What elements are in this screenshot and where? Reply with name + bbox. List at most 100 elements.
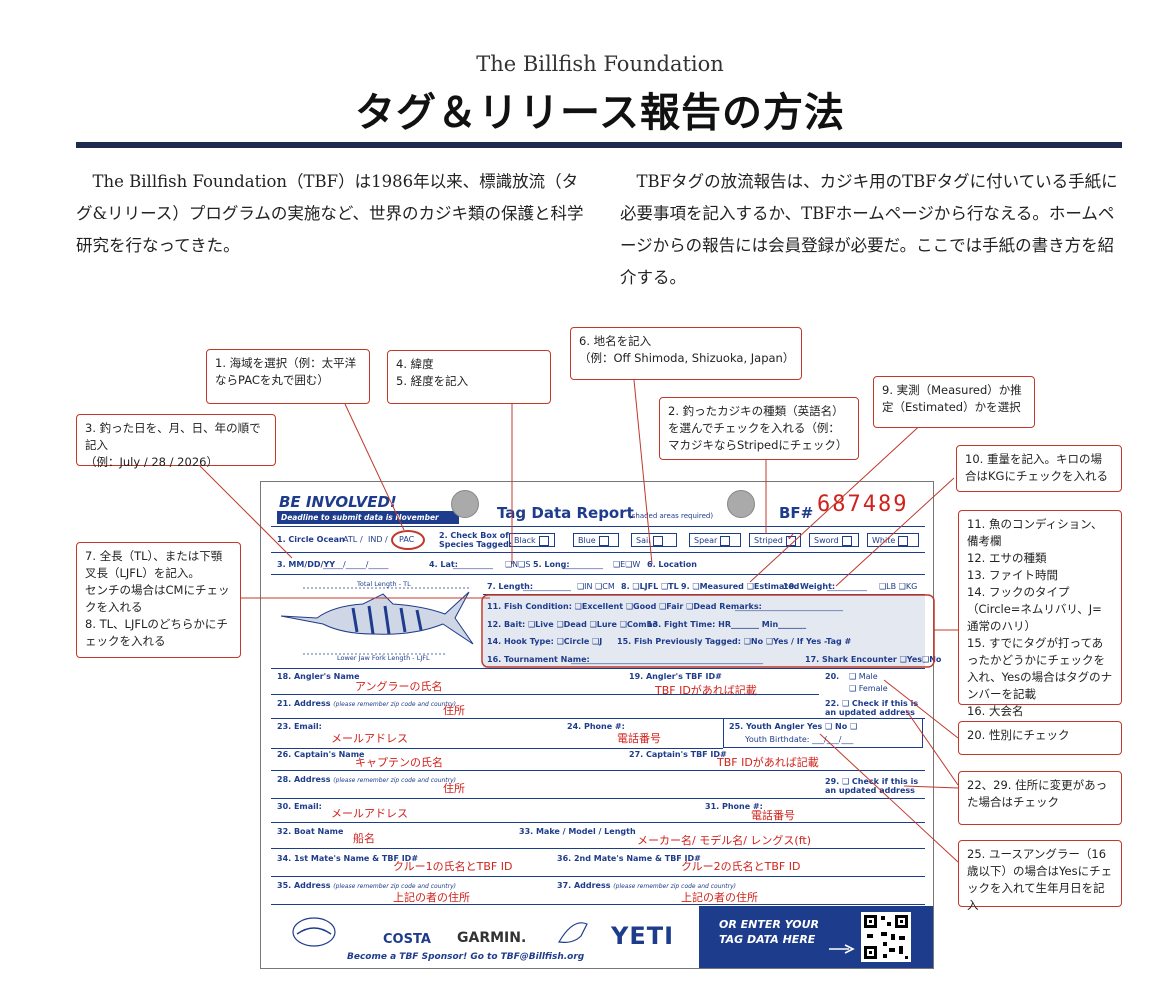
field-3-date: 3. MM/DD/YY bbox=[277, 560, 336, 569]
field-8-type[interactable]: 8. ❑LJFL ❑TL bbox=[621, 582, 679, 591]
captain-address-value[interactable]: 住所 bbox=[443, 782, 465, 795]
field-22-updated-address[interactable]: 22. ❑ Check if this is an updated addres… bbox=[825, 699, 919, 717]
field-10-weight: 10. Weight: bbox=[783, 582, 836, 591]
mate2-address-value[interactable]: 上記の者の住所 bbox=[681, 891, 758, 904]
lat-ns[interactable]: ❑N❑S bbox=[505, 560, 531, 569]
field-11-condition[interactable]: 11. Fish Condition: ❑Excellent ❑Good ❑Fa… bbox=[487, 602, 762, 611]
youth-birthdate[interactable]: Youth Birthdate: ___/___/___ bbox=[745, 735, 854, 744]
callout-20-sex: 20. 性別にチェック bbox=[958, 721, 1122, 755]
length-unit[interactable]: ❑IN ❑CM bbox=[577, 582, 615, 591]
lat-blank[interactable]: __________ bbox=[453, 560, 493, 569]
address-value[interactable]: 住所 bbox=[443, 704, 465, 717]
tournament-blank[interactable]: ________________________________________… bbox=[571, 655, 763, 664]
callout-10-weight: 10. 重量を記入。キロの場合はKGにチェックを入れる bbox=[956, 445, 1122, 492]
sex-male[interactable]: ❑ Male bbox=[849, 672, 878, 681]
sponsor-note: Become a TBF Sponsor! Go to TBF@Billfish… bbox=[347, 952, 585, 962]
field-5-long: 5. Long: bbox=[533, 560, 570, 569]
shaded-note: (shaded areas required) bbox=[629, 512, 714, 520]
sex-female[interactable]: ❑ Female bbox=[849, 684, 888, 693]
captain-name-value[interactable]: キャプテンの氏名 bbox=[355, 756, 443, 769]
field-30-email: 30. Email: bbox=[277, 802, 322, 811]
field-25-youth[interactable]: 25. Youth Angler Yes ❑ No ❑ bbox=[729, 722, 858, 731]
ocean-atl[interactable]: ATL bbox=[343, 535, 358, 544]
email-value[interactable]: メールアドレス bbox=[331, 732, 408, 745]
field-14-hook[interactable]: 14. Hook Type: ❑Circle ❑J bbox=[487, 637, 603, 646]
field-1-ocean: 1. Circle Ocean bbox=[277, 535, 345, 544]
qr-code-icon[interactable] bbox=[861, 912, 911, 962]
punch-hole-left bbox=[451, 490, 479, 518]
king-sailfish-logo-icon bbox=[558, 922, 588, 943]
remarks-blank[interactable]: ___________________________ bbox=[735, 602, 843, 611]
field-2-species: 2. Check Box of Species Tagged: bbox=[439, 531, 512, 549]
arrow-right-icon bbox=[829, 944, 855, 954]
species-white[interactable]: White bbox=[867, 533, 919, 547]
species-sail[interactable]: Sail bbox=[631, 533, 677, 547]
field-4-lat: 4. Lat: bbox=[429, 560, 458, 569]
long-ew[interactable]: ❑E❑W bbox=[613, 560, 641, 569]
mate1-value[interactable]: クルー1の氏名とTBF ID bbox=[393, 860, 513, 873]
mate2-value[interactable]: クルー2の氏名とTBF ID bbox=[681, 860, 801, 873]
mate1-address-value[interactable]: 上記の者の住所 bbox=[393, 891, 470, 904]
callout-25-youth: 25. ユースアングラー（16歳以下）の場合はYesにチェックを入れて生年月日を… bbox=[958, 840, 1122, 912]
weight-unit[interactable]: ❑LB ❑KG bbox=[879, 582, 918, 591]
sponsor-yeti: YETI bbox=[611, 922, 675, 950]
intro-paragraph-left: The Billfish Foundation（TBF）は1986年以来、標識放… bbox=[76, 172, 584, 255]
callout-7-8-length: 7. 全長（TL）、または下顎叉長（LJFL）を記入。 センチの場合はCMにチェ… bbox=[76, 542, 241, 658]
field-35-address: 35. Address (please remember zip code an… bbox=[277, 881, 457, 890]
species-black[interactable]: Black bbox=[509, 533, 555, 547]
angler-name-value[interactable]: アングラーの氏名 bbox=[355, 680, 443, 693]
title-rule bbox=[76, 142, 1122, 148]
callout-2-species: 2. 釣ったカジキの種類（英語名）を選んでチェックを入れる（例：マカジキならSt… bbox=[659, 397, 859, 460]
bf-number: 687489 bbox=[817, 492, 909, 517]
field-34-mate1: 34. 1st Mate's Name & TBF ID# bbox=[277, 854, 419, 863]
field-29-updated-address[interactable]: 29. ❑ Check if this is an updated addres… bbox=[825, 777, 919, 795]
weight-blank[interactable]: __________ bbox=[827, 582, 867, 591]
species-striped[interactable]: Striped✓ bbox=[749, 532, 801, 547]
field-6-location: 6. Location bbox=[647, 560, 697, 569]
tag-data-report-form: BE INVOLVED! Deadline to submit data is … bbox=[260, 481, 941, 969]
field-26-captain-name: 26. Captain's Name bbox=[277, 750, 365, 759]
callout-22-29-address: 22、29. 住所に変更があった場合はチェック bbox=[958, 771, 1122, 825]
page-subtitle: The Billfish Foundation bbox=[476, 52, 724, 76]
ocean-ind[interactable]: IND bbox=[368, 535, 383, 544]
field-24-phone: 24. Phone #: bbox=[567, 722, 625, 731]
page-title: タグ＆リリース報告の方法 bbox=[355, 90, 845, 136]
field-12-bait[interactable]: 12. Bait: ❑Live ❑Dead ❑Lure ❑Combo bbox=[487, 620, 658, 629]
pac-circle-mark bbox=[391, 530, 425, 550]
bf-label: BF# bbox=[779, 504, 814, 522]
field-28-address: 28. Address (please remember zip code an… bbox=[277, 775, 457, 784]
long-blank[interactable]: __________ bbox=[563, 560, 603, 569]
field-20-sex: 20. bbox=[825, 672, 840, 681]
callout-1-ocean: 1. 海域を選択（例：太平洋ならPACを丸で囲む） bbox=[206, 349, 370, 404]
boat-name-value[interactable]: 船名 bbox=[353, 832, 375, 845]
length-blank[interactable]: ____________ bbox=[523, 582, 571, 591]
phone-value[interactable]: 電話番号 bbox=[617, 732, 661, 745]
date-blanks[interactable]: _____/_____/_____ bbox=[323, 560, 389, 569]
intro-paragraph-right: TBFタグの放流報告は、カジキ用のTBFタグに付いている手紙に必要事項を記入する… bbox=[620, 172, 1118, 287]
field-31-phone: 31. Phone #: bbox=[705, 802, 763, 811]
callout-6-location: 6. 地名を記入 （例：Off Shimoda, Shizuoka, Japan… bbox=[570, 327, 802, 380]
punch-hole-right bbox=[727, 490, 755, 518]
callout-3-date: 3. 釣った日を、月、日、年の順で記入 （例：July / 28 / 2026） bbox=[76, 414, 276, 469]
make-value[interactable]: メーカー名/ モデル名/ レングス(ft) bbox=[637, 834, 811, 847]
captain-email-value[interactable]: メールアドレス bbox=[331, 807, 408, 820]
species-spear[interactable]: Spear bbox=[689, 533, 741, 547]
species-sword[interactable]: Sword bbox=[809, 533, 859, 547]
field-36-mate2: 36. 2nd Mate's Name & TBF ID# bbox=[557, 854, 701, 863]
field-15-prev-tagged[interactable]: 15. Fish Previously Tagged: ❑No ❑Yes / I… bbox=[617, 637, 852, 646]
captain-phone-value[interactable]: 電話番号 bbox=[751, 809, 795, 822]
species-blue[interactable]: Blue bbox=[573, 533, 619, 547]
ocean-sep-2: / bbox=[385, 535, 388, 544]
enter-data-line1: OR ENTER YOUR bbox=[719, 918, 820, 931]
callout-4-5-lat-long: 4. 緯度 5. 経度を記入 bbox=[387, 350, 551, 404]
angler-id-value[interactable]: TBF IDがあれば記載 bbox=[655, 684, 757, 697]
ocean-sep-1: / bbox=[360, 535, 363, 544]
deadline-banner: Deadline to submit data is November 15th bbox=[277, 511, 459, 535]
field-9-measure[interactable]: 9. ❑Measured ❑Estimated bbox=[681, 582, 800, 591]
callout-9-measured: 9. 実測（Measured）か推定（Estimated）かを選択 bbox=[873, 376, 1035, 428]
marlin-diagram-icon bbox=[280, 587, 474, 655]
field-17-shark[interactable]: 17. Shark Encounter ❑Yes❑No bbox=[805, 655, 942, 664]
field-13-fight-time[interactable]: 13. Fight Time: HR_______ Min_______ bbox=[647, 620, 807, 629]
field-19-angler-id: 19. Angler's TBF ID# bbox=[629, 672, 722, 681]
captain-id-value[interactable]: TBF IDがあれば記載 bbox=[717, 756, 819, 769]
